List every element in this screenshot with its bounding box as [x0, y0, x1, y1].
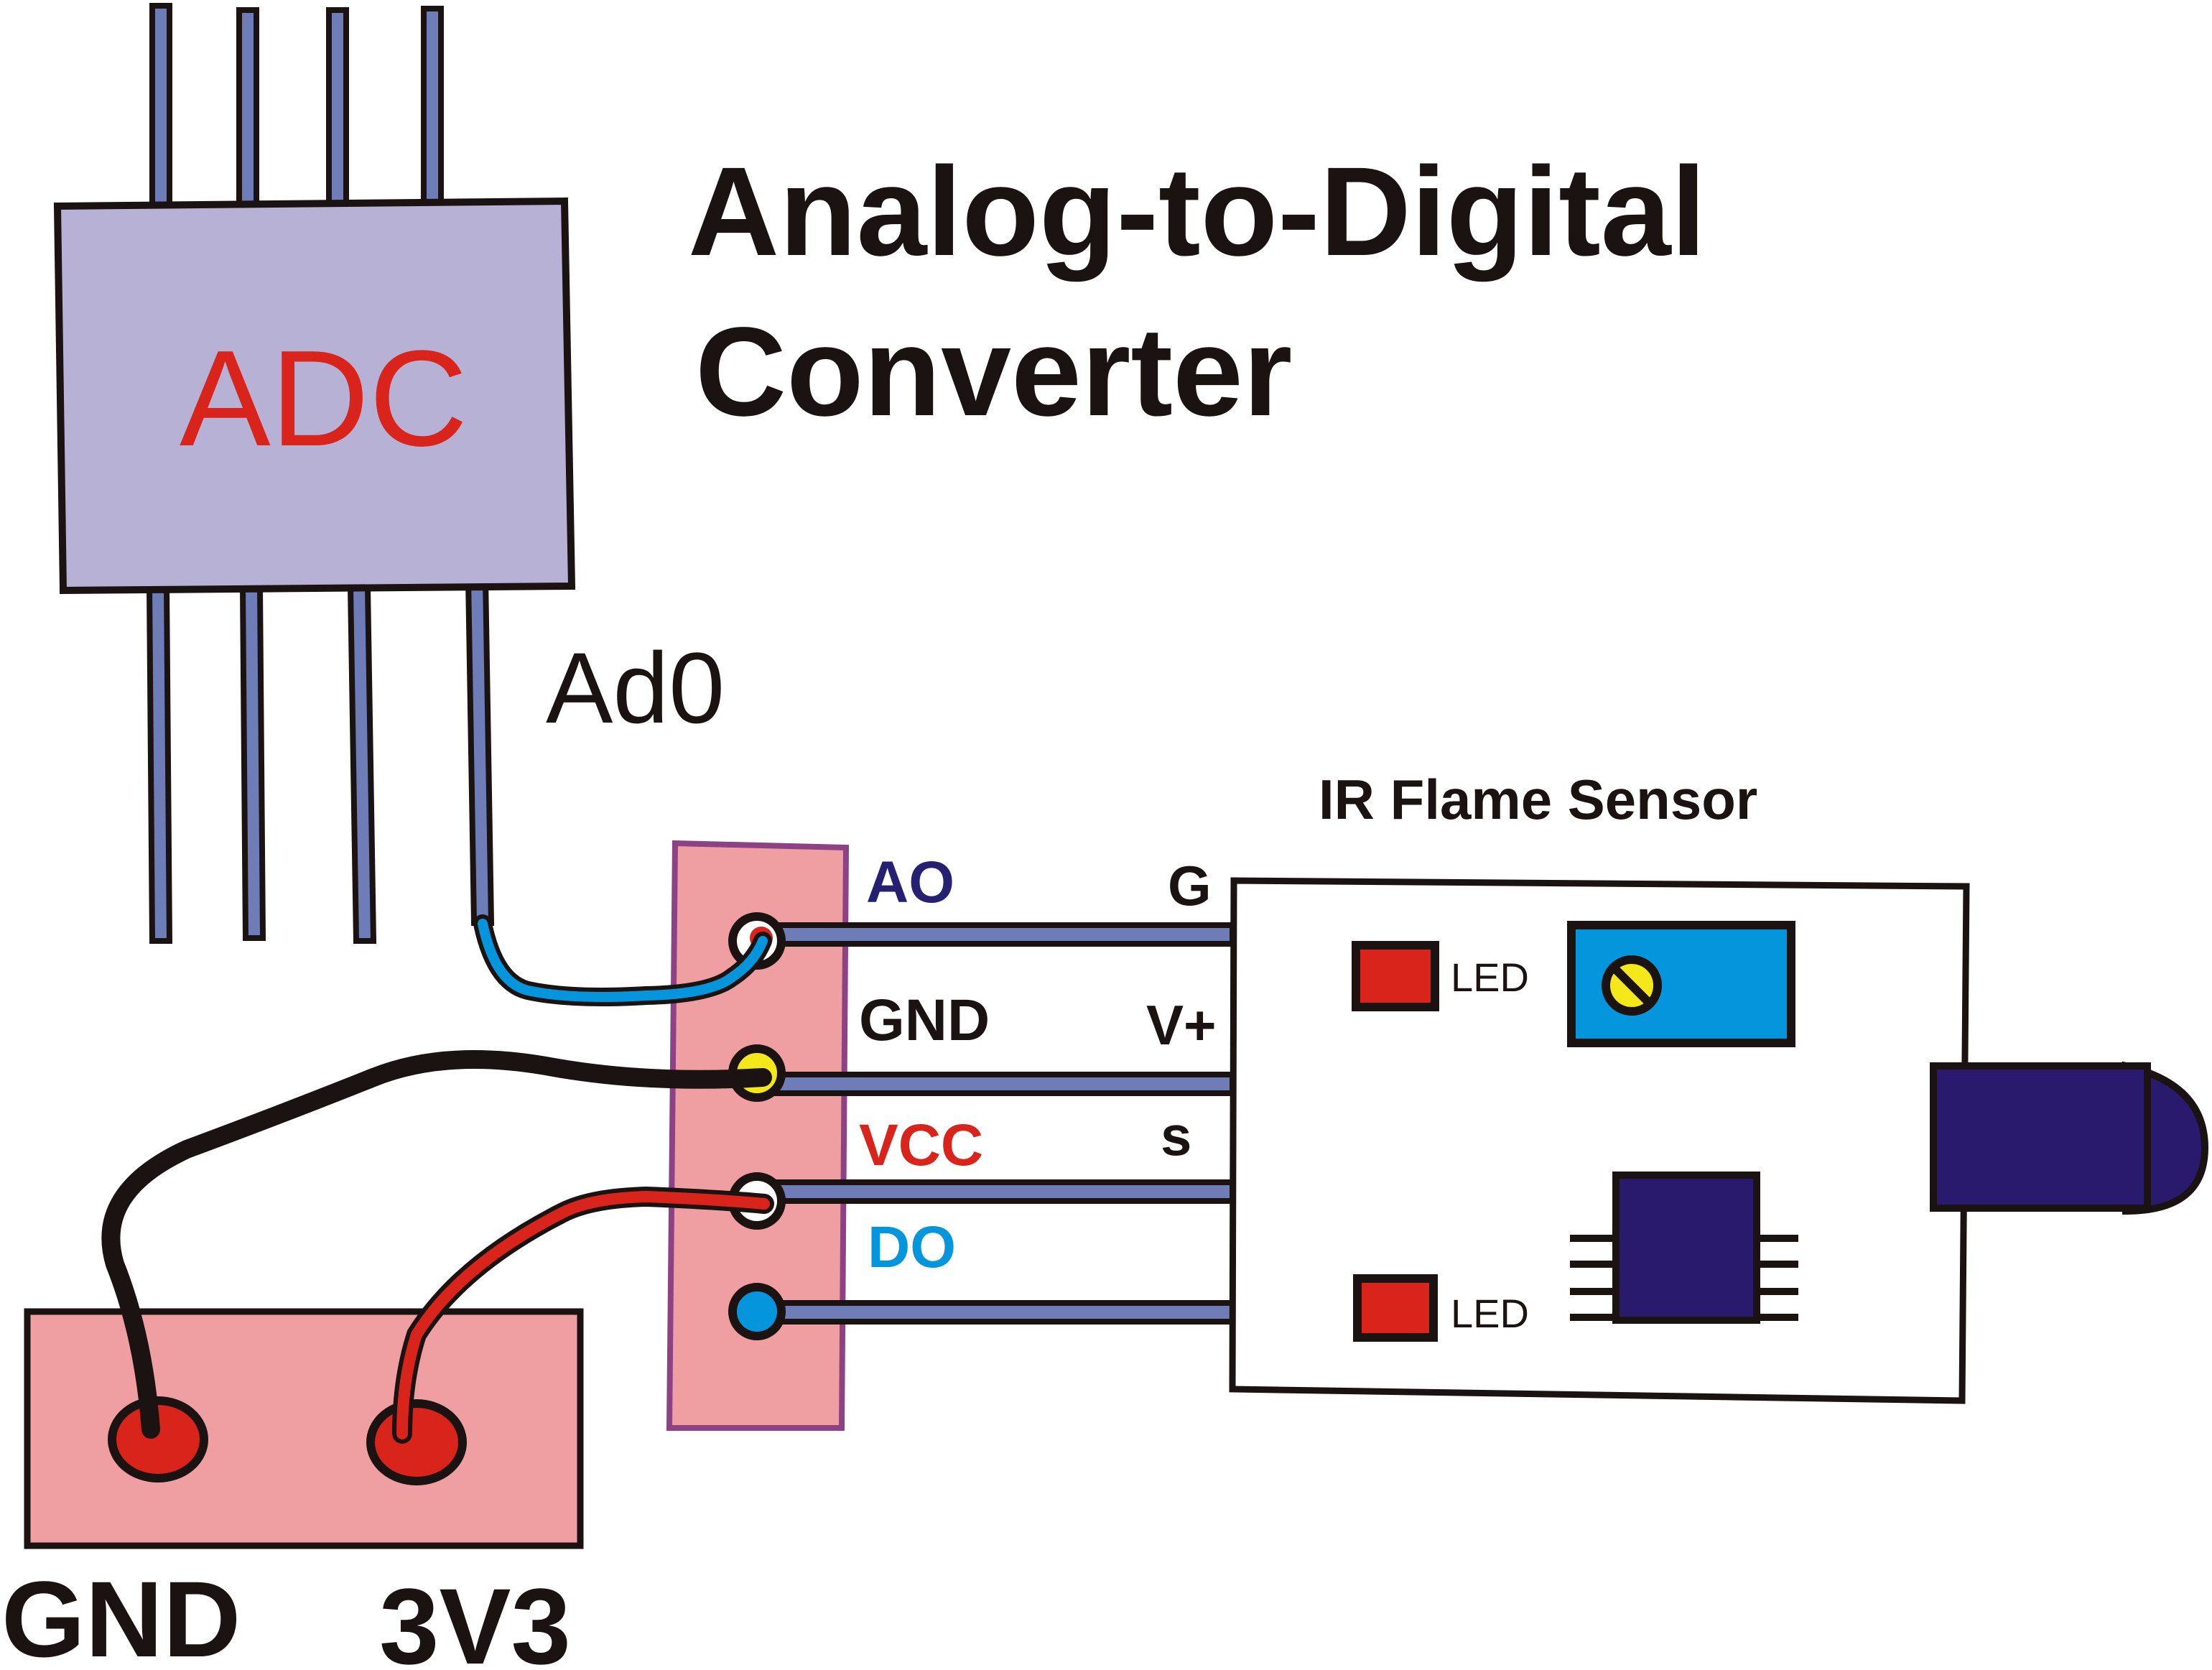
- led-bottom: [1353, 1274, 1438, 1342]
- adc-top-pin: [236, 7, 259, 211]
- wire-gnd: [101, 1050, 772, 1439]
- adc-top-pin: [326, 7, 349, 211]
- pin-label-vcc: VCC: [859, 1113, 983, 1178]
- ir-diode: [1930, 1061, 2209, 1215]
- gnd-terminal: [108, 1396, 208, 1483]
- ir-diode-body: [1930, 1062, 2151, 1212]
- sensor-pin-label-s: s: [1161, 1104, 1191, 1167]
- comparator-ic: [1570, 1172, 1798, 1324]
- lead-do: [774, 1300, 1235, 1325]
- adc-chip-label: ADC: [180, 323, 468, 475]
- title-line-1: Analog-to-Digital: [688, 142, 1706, 282]
- screw-slot: [1611, 965, 1654, 1008]
- lead-ao: [774, 922, 1235, 947]
- sensor-pin-label-g: G: [1168, 854, 1212, 917]
- sensor-pin-label-vplus: V+: [1146, 993, 1217, 1057]
- title-line-2: Converter: [695, 302, 1292, 442]
- adc-bottom-pins: [146, 576, 495, 944]
- gnd-label: GND: [1, 1559, 241, 1666]
- led-bottom-label: LED: [1451, 1291, 1529, 1336]
- ic-body: [1612, 1172, 1760, 1324]
- v33-terminal: [366, 1399, 467, 1485]
- lead-gnd: [774, 1072, 1235, 1096]
- adc-top-pins: [149, 3, 444, 211]
- adc-bottom-pin: [146, 583, 173, 944]
- pin-label-do: DO: [868, 1215, 956, 1280]
- adc-chip-body: [53, 197, 576, 595]
- adc-ad0-pin: [465, 576, 495, 926]
- led-top: [1352, 941, 1439, 1011]
- adc-bottom-pin: [347, 585, 377, 944]
- adc-top-pin: [421, 6, 444, 211]
- wire-ao: [478, 919, 768, 1002]
- adc-top-pin: [149, 3, 172, 210]
- sensor-title: IR Flame Sensor: [1319, 768, 1757, 831]
- wire-vcc: [396, 1190, 770, 1439]
- terminal-do: [728, 1283, 786, 1340]
- ad0-pin-label: Ad0: [546, 631, 725, 744]
- adc-bottom-pin: [239, 585, 266, 941]
- led-top-label: LED: [1451, 955, 1529, 1000]
- lead-vcc: [774, 1179, 1235, 1204]
- v33-label: 3V3: [379, 1566, 571, 1666]
- pin-label-gnd: GND: [859, 988, 990, 1053]
- pin-label-ao: AO: [866, 850, 954, 915]
